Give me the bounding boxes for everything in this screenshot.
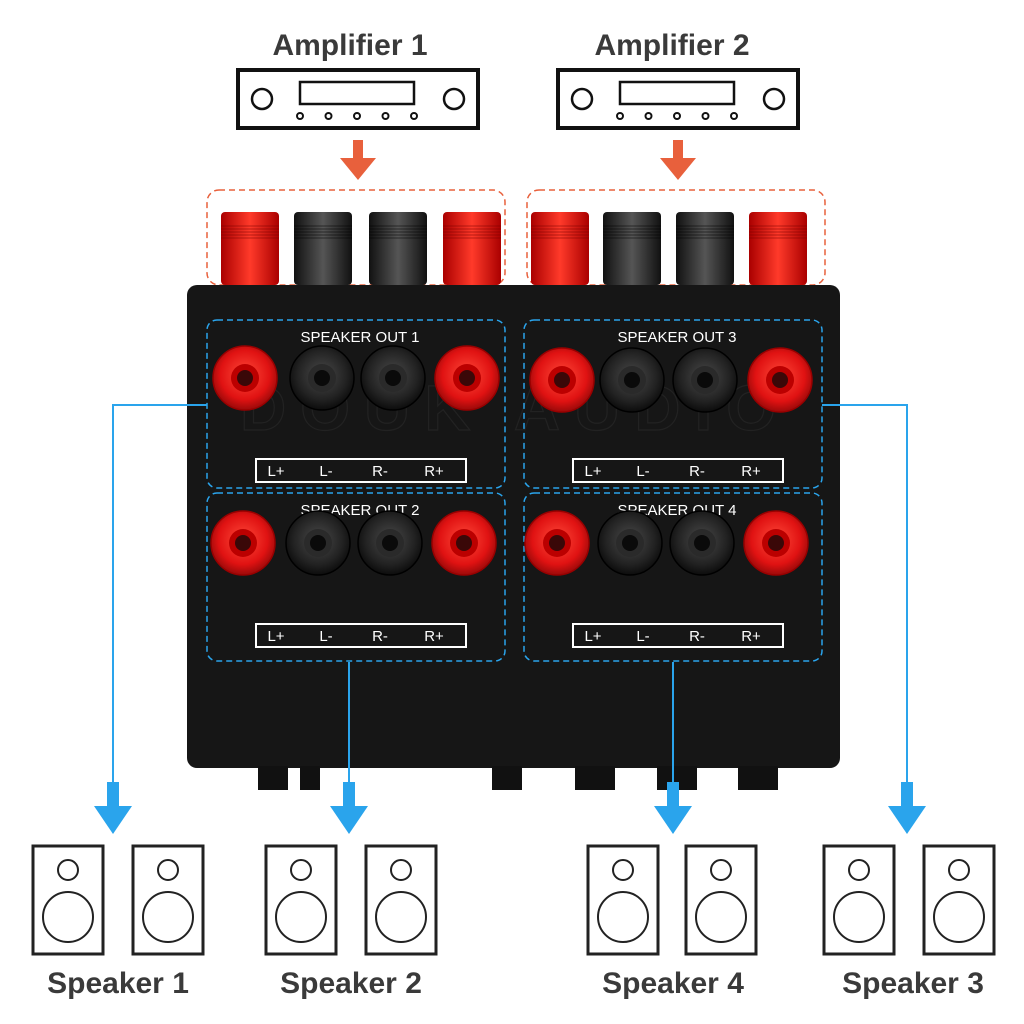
speaker-label: Speaker 2	[280, 967, 422, 1000]
channel-label: L-	[636, 628, 649, 645]
foot	[300, 766, 320, 790]
output-arrow-icon	[654, 662, 692, 834]
red-input-terminal[interactable]	[443, 212, 501, 285]
black-input-terminal[interactable]	[676, 212, 734, 285]
amplifier-1-input-group	[206, 189, 506, 286]
output-arrow-icon	[330, 662, 368, 834]
amplifier-2-input-group	[526, 189, 826, 286]
black-input-terminal[interactable]	[294, 212, 352, 285]
speaker-icon	[131, 844, 205, 956]
black-output-terminal[interactable]	[360, 345, 426, 411]
red-input-terminal[interactable]	[531, 212, 589, 285]
input-arrow-icon	[660, 140, 696, 180]
red-output-terminal[interactable]	[524, 510, 590, 576]
foot	[575, 766, 615, 790]
red-input-terminal[interactable]	[749, 212, 807, 285]
black-input-terminal[interactable]	[369, 212, 427, 285]
red-input-terminal[interactable]	[221, 212, 279, 285]
red-output-terminal[interactable]	[529, 347, 595, 413]
input-arrow-icon	[340, 140, 376, 180]
black-output-terminal[interactable]	[672, 347, 738, 413]
amplifier-1-icon	[236, 68, 480, 130]
red-output-terminal[interactable]	[434, 345, 500, 411]
black-output-terminal[interactable]	[669, 510, 735, 576]
red-output-terminal[interactable]	[431, 510, 497, 576]
speaker-icon	[364, 844, 438, 956]
amplifier-1-label: Amplifier 1	[272, 29, 427, 62]
channel-label: L-	[636, 463, 649, 480]
speaker-label: Speaker 4	[602, 967, 744, 1000]
amplifier-2-icon	[556, 68, 800, 130]
black-output-terminal[interactable]	[285, 510, 351, 576]
black-output-terminal[interactable]	[289, 345, 355, 411]
speaker-icon	[684, 844, 758, 956]
panel-title: SPEAKER OUT 1	[301, 329, 420, 346]
foot	[258, 766, 288, 790]
channel-label: L+	[584, 628, 601, 645]
channel-label-box: L+ L- R- R+	[572, 458, 784, 483]
channel-label: R+	[424, 463, 444, 480]
speaker-out-4-panel: SPEAKER OUT 4L+L-R-R+	[523, 492, 823, 662]
output-arrow-icon	[822, 404, 926, 834]
speaker-label: Speaker 3	[842, 967, 984, 1000]
switcher-body	[187, 285, 840, 768]
channel-label: L+	[267, 463, 284, 480]
foot	[492, 766, 522, 790]
speaker-icon	[264, 844, 338, 956]
black-input-terminal[interactable]	[603, 212, 661, 285]
red-output-terminal[interactable]	[743, 510, 809, 576]
amplifier-2-label: Amplifier 2	[594, 29, 749, 62]
black-output-terminal[interactable]	[599, 347, 665, 413]
black-output-terminal[interactable]	[357, 510, 423, 576]
channel-label: L+	[267, 628, 284, 645]
speaker-icon	[822, 844, 896, 956]
red-output-terminal[interactable]	[210, 510, 276, 576]
speaker-icon	[586, 844, 660, 956]
channel-label: R-	[689, 463, 705, 480]
speaker-out-2-panel: SPEAKER OUT 2L+L-R-R+	[206, 492, 506, 662]
channel-label: R+	[741, 628, 761, 645]
channel-label: R+	[741, 463, 761, 480]
foot	[738, 766, 778, 790]
channel-label-box: L+ L- R- R+	[572, 623, 784, 648]
red-output-terminal[interactable]	[212, 345, 278, 411]
channel-label: R-	[689, 628, 705, 645]
speaker-out-3-panel: SPEAKER OUT 3 L+ L- R- R+	[523, 319, 823, 489]
channel-label: L-	[319, 628, 332, 645]
channel-label: L+	[584, 463, 601, 480]
channel-label-box: L+ L- R- R+	[255, 458, 467, 483]
channel-label: R+	[424, 628, 444, 645]
speaker-icon	[31, 844, 105, 956]
channel-label: R-	[372, 463, 388, 480]
panel-title: SPEAKER OUT 3	[618, 329, 737, 346]
channel-label-box: L+ L- R- R+	[255, 623, 467, 648]
channel-label: R-	[372, 628, 388, 645]
channel-label: L-	[319, 463, 332, 480]
output-arrow-icon	[94, 404, 207, 834]
speaker-icon	[922, 844, 996, 956]
black-output-terminal[interactable]	[597, 510, 663, 576]
speaker-label: Speaker 1	[47, 967, 189, 1000]
red-output-terminal[interactable]	[747, 347, 813, 413]
